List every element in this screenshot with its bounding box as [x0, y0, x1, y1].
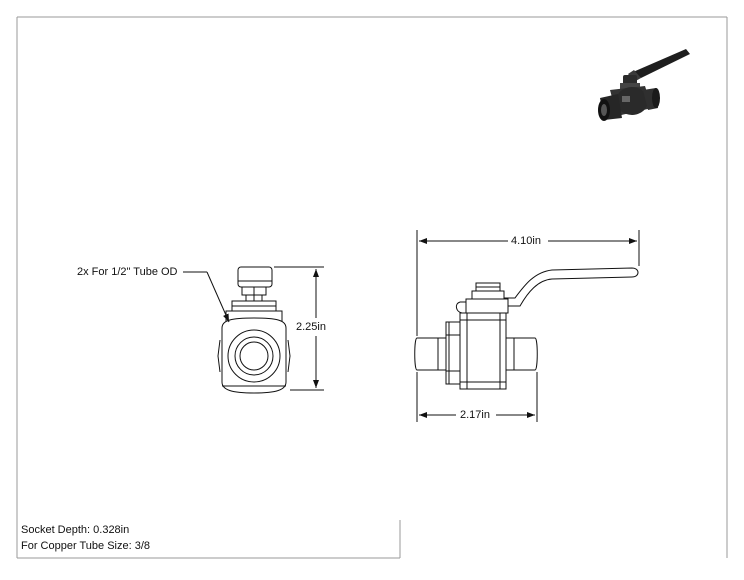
side-view-valve: [414, 267, 639, 390]
overall-length-label: 4.10in: [511, 235, 541, 248]
callout-leader: [183, 271, 230, 323]
body-length-dimension: [416, 372, 538, 422]
height-dimension-label: 2.25in: [296, 321, 326, 334]
isometric-thumbnail-icon: [598, 49, 690, 121]
tube-size-note: For Copper Tube Size: 3/8: [21, 540, 151, 552]
end-view-valve: [217, 266, 291, 394]
callout-label: 2x For 1/2" Tube OD: [77, 266, 178, 279]
sheet-border: [16, 16, 728, 559]
height-dimension: [274, 266, 324, 391]
body-length-label: 2.17in: [460, 409, 490, 422]
socket-depth-note: Socket Depth: 0.328in: [21, 524, 130, 536]
overall-length-dimension: [416, 230, 640, 336]
